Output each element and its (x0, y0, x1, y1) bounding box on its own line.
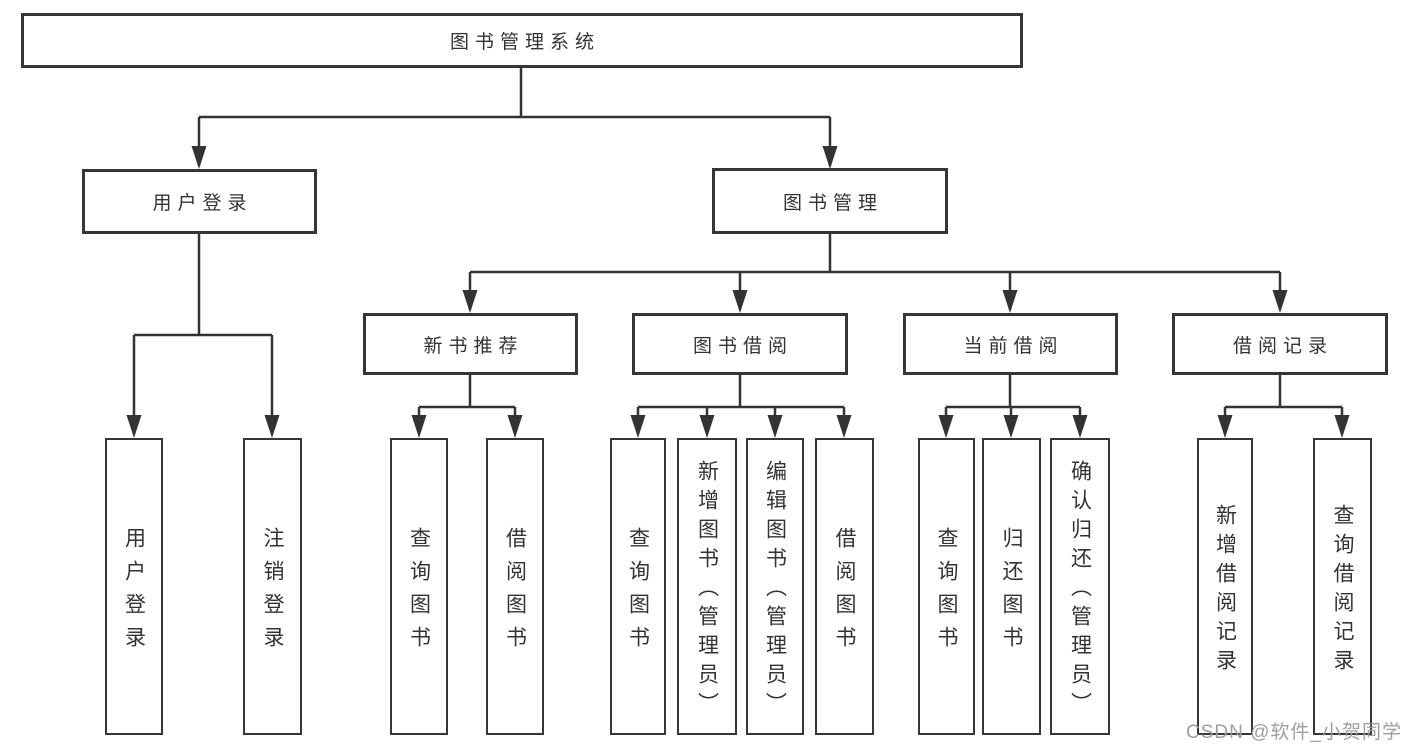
leaf-label: 查询图书 (626, 526, 650, 659)
edge-root (197, 68, 832, 166)
leaf-user-login: 用户登录 (105, 438, 163, 735)
arrow-down-icon (767, 415, 783, 438)
node-label: 新书推荐 (423, 335, 524, 357)
node-new-book-recommend: 新书推荐 (363, 313, 578, 375)
node-label: 图书管理 (782, 192, 883, 214)
leaf-edit-books-admin: 编辑图书（管理员） (746, 438, 804, 735)
arrow-down-icon (1334, 415, 1350, 438)
arrow-down-icon (462, 290, 478, 313)
edge-book-mgmt (468, 234, 1282, 310)
arrow-down-icon (507, 415, 523, 438)
tree-edges (197, 68, 832, 166)
arrow-down-icon (1003, 415, 1019, 438)
node-label: 当前借阅 (963, 335, 1064, 357)
leaf-label: 查询图书 (935, 526, 958, 659)
leaf-label: 确认归还（管理员） (1068, 460, 1092, 721)
leaf-label: 借阅图书 (833, 526, 856, 659)
arrow-down-icon (822, 146, 838, 169)
node-label: 图书管理系统 (449, 32, 600, 53)
csdn-watermark: CSDN @软件_小贺同学 (1186, 722, 1402, 743)
node-borrow-records: 借阅记录 (1172, 313, 1388, 375)
leaf-borrow-books: 借阅图书 (486, 438, 544, 735)
arrow-down-icon (1002, 290, 1018, 313)
leaf-add-books-admin: 新增图书（管理员） (677, 438, 737, 735)
arrow-down-icon (264, 415, 280, 438)
arrow-down-icon (411, 415, 427, 438)
edge-user-login (132, 234, 274, 434)
node-label: 用户登录 (152, 193, 253, 214)
leaf-query-books: 查询图书 (610, 438, 666, 735)
leaf-label: 新增图书（管理员） (695, 460, 719, 721)
leaf-label: 用户登录 (122, 526, 146, 659)
arrow-down-icon (630, 415, 646, 438)
arrow-down-icon (938, 415, 954, 438)
leaf-confirm-return-admin: 确认归还（管理员） (1050, 438, 1110, 735)
arrow-down-icon (1072, 415, 1088, 438)
leaf-label: 编辑图书（管理员） (763, 460, 787, 721)
arrow-down-icon (699, 415, 715, 438)
leaf-label: 归还图书 (1000, 526, 1023, 659)
edge-book-borrow (636, 375, 846, 434)
arrow-down-icon (191, 146, 207, 169)
node-user-login: 用户登录 (82, 169, 317, 234)
leaf-borrow-books: 借阅图书 (815, 438, 874, 735)
leaf-query-books: 查询图书 (918, 438, 975, 735)
leaf-label: 新增借阅记录 (1213, 503, 1237, 678)
node-label: 借阅记录 (1232, 335, 1333, 357)
node-book-borrowing: 图书借阅 (632, 313, 848, 375)
leaf-query-borrow-record: 查询借阅记录 (1313, 438, 1372, 735)
leaf-label: 注销登录 (261, 526, 284, 659)
edge-borrow-records (1223, 375, 1344, 434)
leaf-return-books: 归还图书 (982, 438, 1041, 735)
node-current-borrowing: 当前借阅 (903, 313, 1118, 375)
leaf-label: 借阅图书 (503, 526, 527, 659)
leaf-query-books: 查询图书 (390, 438, 448, 735)
leaf-label: 查询借阅记录 (1331, 503, 1354, 678)
arrow-down-icon (1217, 415, 1233, 438)
arrow-down-icon (1272, 290, 1288, 313)
leaf-logout: 注销登录 (243, 438, 302, 735)
node-root-library-system: 图书管理系统 (21, 13, 1023, 68)
leaf-add-borrow-record: 新增借阅记录 (1197, 438, 1253, 735)
arrowheads (126, 146, 1350, 438)
edge-new-book (417, 375, 517, 434)
node-label: 图书借阅 (692, 335, 793, 357)
arrow-down-icon (836, 415, 852, 438)
arrow-down-icon (732, 290, 748, 313)
leaf-label: 查询图书 (407, 526, 431, 659)
node-book-management: 图书管理 (712, 168, 948, 234)
arrow-down-icon (126, 415, 142, 438)
